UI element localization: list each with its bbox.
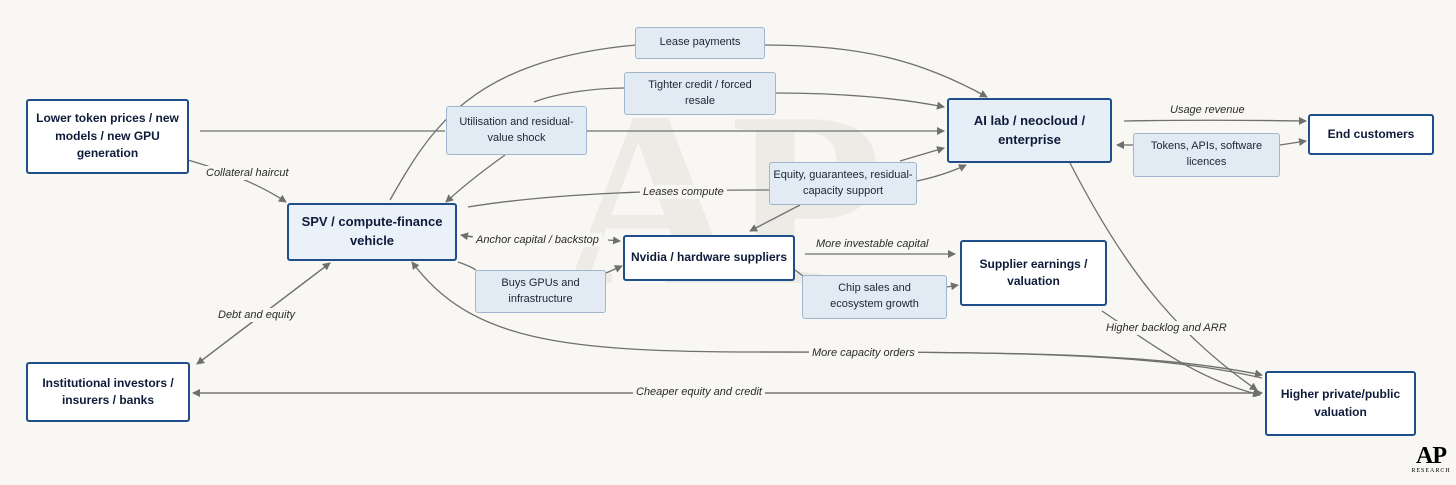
box-tighter-credit: Tighter credit / forced resale bbox=[624, 72, 776, 115]
box-equity-guarantees: Equity, guarantees, residual-capacity su… bbox=[769, 162, 917, 205]
edge-leases-compute bbox=[467, 189, 771, 208]
edge-tighter-credit-left bbox=[533, 87, 625, 103]
box-lease-payments: Lease payments bbox=[635, 27, 765, 59]
box-tokens-apis: Tokens, APIs, software licences bbox=[1133, 133, 1280, 177]
node-supplier-earnings: Supplier earnings / valuation bbox=[960, 240, 1107, 306]
label-debt-and-equity: Debt and equity bbox=[215, 308, 299, 322]
logo-mark: AP bbox=[1416, 443, 1447, 469]
edge-ailab-to-valuation bbox=[1069, 162, 1258, 391]
node-nvidia: Nvidia / hardware suppliers bbox=[623, 235, 795, 281]
edge-lease-payments-left bbox=[389, 44, 637, 201]
box-utilisation-shock: Utilisation and residual-value shock bbox=[446, 106, 587, 155]
label-higher-backlog: Higher backlog and ARR bbox=[1103, 321, 1230, 335]
edge-lease-payments-right bbox=[764, 44, 988, 98]
label-usage-revenue: Usage revenue bbox=[1167, 103, 1248, 117]
edge-usage-revenue bbox=[1123, 116, 1307, 125]
label-more-investable-capital: More investable capital bbox=[813, 237, 932, 251]
edge-chip-sales bbox=[794, 269, 958, 287]
box-buys-gpus: Buys GPUs and infrastructure bbox=[475, 270, 606, 313]
edge-shock-to-spv bbox=[445, 154, 506, 203]
edge-equity-to-ailab bbox=[899, 146, 945, 162]
edge-equity-to-nvidia bbox=[749, 204, 801, 232]
node-end-customers: End customers bbox=[1308, 114, 1434, 155]
logo-subtitle: RESEARCH bbox=[1411, 468, 1451, 474]
edge-buys-gpus bbox=[457, 262, 622, 273]
edge-tighter-credit-right bbox=[775, 92, 945, 110]
edge-tokens-to-endcust bbox=[1279, 138, 1307, 147]
node-institutional-investors: Institutional investors / insurers / ban… bbox=[26, 362, 190, 422]
ap-research-logo: AP RESEARCH bbox=[1409, 444, 1453, 475]
node-spv: SPV / compute-finance vehicle bbox=[287, 203, 457, 261]
label-collateral-haircut: Collateral haircut bbox=[203, 166, 292, 180]
box-chip-sales: Chip sales and ecosystem growth bbox=[802, 275, 947, 319]
label-more-capacity-orders: More capacity orders bbox=[809, 346, 918, 360]
label-leases-compute: Leases compute bbox=[640, 185, 727, 199]
node-higher-valuation: Higher private/public valuation bbox=[1265, 371, 1416, 436]
edge-equity-to-ailab-2 bbox=[916, 164, 967, 182]
node-ai-lab: AI lab / neocloud / enterprise bbox=[947, 98, 1112, 163]
node-lower-token-prices: Lower token prices / new models / new GP… bbox=[26, 99, 189, 174]
label-cheaper-equity: Cheaper equity and credit bbox=[633, 385, 765, 399]
label-anchor-capital: Anchor capital / backstop bbox=[473, 233, 602, 247]
